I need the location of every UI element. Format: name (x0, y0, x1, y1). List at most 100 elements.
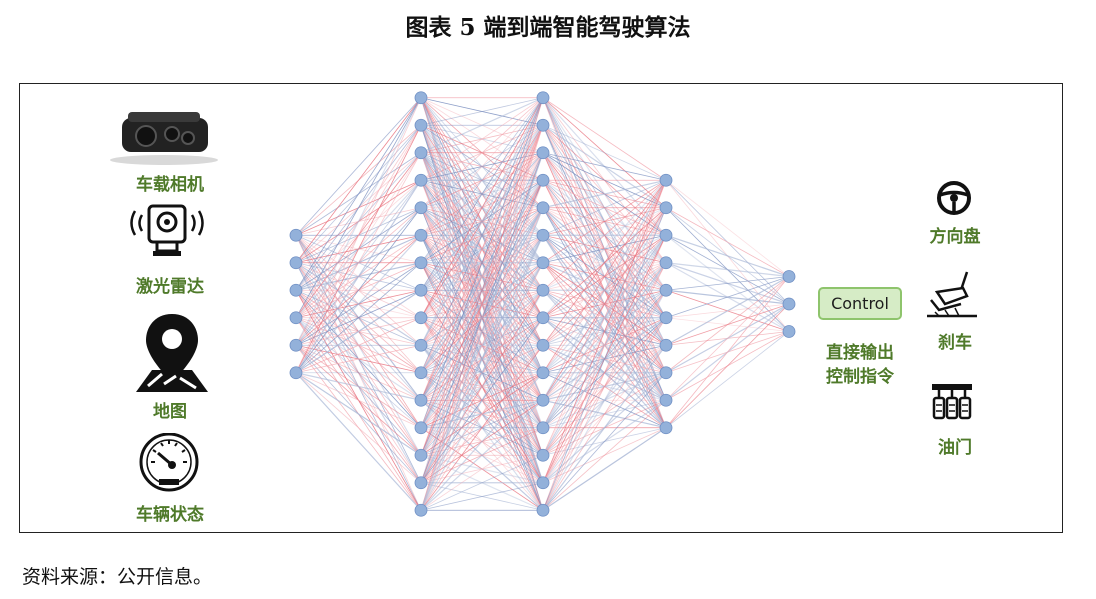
network-nodes (289, 91, 796, 517)
vehicle-state-label: 车辆状态 (136, 505, 204, 525)
network-node-layer-1 (289, 228, 303, 242)
network-edge (295, 317, 422, 374)
control-box: Control (818, 287, 902, 320)
network-edge (420, 97, 544, 401)
network-edge (542, 179, 667, 291)
network-node-layer-4 (659, 338, 673, 352)
network-edge (542, 180, 667, 483)
network-node-layer-3 (536, 338, 550, 352)
network-node-layer-2 (414, 366, 428, 380)
network-edge (420, 180, 544, 511)
network-edge (542, 399, 667, 511)
network-edge (542, 344, 667, 511)
map-label: 地图 (153, 402, 187, 422)
network-edge (420, 97, 544, 209)
network-node-layer-3 (536, 421, 550, 435)
network-edge (420, 454, 544, 511)
network-edge (295, 207, 422, 373)
camera-icon (110, 112, 218, 165)
network-edge (542, 179, 667, 264)
network-edge (420, 97, 544, 346)
network-edge (420, 97, 544, 154)
network-node-layer-3 (536, 201, 550, 215)
network-edge (542, 179, 667, 236)
network-edge (542, 207, 667, 511)
camera-label: 车载相机 (136, 175, 204, 195)
network-edge (542, 179, 667, 209)
network-node-layer-3 (536, 311, 550, 325)
network-node-layer-1 (289, 283, 303, 297)
network-node-layer-3 (536, 448, 550, 462)
network-node-layer-5 (782, 270, 796, 283)
network-edge (542, 372, 667, 429)
network-node-layer-3 (536, 173, 550, 187)
network-edge (542, 399, 667, 429)
steering-label: 方向盘 (929, 227, 981, 247)
network-edge (295, 372, 422, 511)
network-edge (542, 289, 667, 511)
network-node-layer-1 (289, 256, 303, 270)
network-node-layer-2 (414, 338, 428, 352)
network-node-layer-4 (659, 421, 673, 435)
network-edge (665, 275, 790, 346)
network-edge (295, 97, 422, 263)
network-node-layer-2 (414, 228, 428, 242)
network-edge (420, 97, 544, 373)
network-edge (420, 97, 544, 456)
network-edge (420, 97, 544, 318)
network-edge (665, 276, 790, 319)
network-node-layer-4 (659, 201, 673, 215)
network-edge (420, 125, 544, 511)
network-edge (295, 97, 422, 291)
network-node-layer-2 (414, 503, 428, 517)
network-node-layer-4 (659, 283, 673, 297)
network-edge (295, 344, 422, 374)
network-node-layer-4 (659, 366, 673, 380)
network-node-layer-4 (659, 311, 673, 325)
network-node-layer-2 (414, 201, 428, 215)
figure-title: 图表 5 端到端智能驾驶算法 (405, 14, 691, 41)
network-node-layer-2 (414, 311, 428, 325)
network-node-layer-4 (659, 173, 673, 187)
network-edge (295, 372, 422, 429)
network-edge (295, 152, 422, 373)
network-edge (295, 97, 422, 373)
network-node-layer-2 (414, 173, 428, 187)
network-node-layer-1 (289, 338, 303, 352)
network-edge (542, 97, 667, 181)
network-edge (295, 179, 422, 374)
network-node-layer-2 (414, 421, 428, 435)
network-edge (542, 179, 667, 401)
network-edge (295, 234, 422, 374)
network-edge (420, 289, 544, 511)
network-edge (420, 97, 544, 291)
network-connections (295, 97, 790, 511)
network-edge (542, 180, 667, 428)
network-node-layer-5 (782, 297, 796, 311)
network-edge (295, 372, 422, 484)
network-edge (542, 180, 667, 456)
network-edge (420, 235, 544, 511)
network-edge (420, 482, 544, 511)
control-caption-line1: 直接输出 (826, 343, 894, 363)
network-edge (420, 207, 544, 483)
network-edge (665, 262, 790, 278)
network-edge (295, 97, 422, 346)
network-edge (665, 276, 790, 401)
network-node-layer-3 (536, 503, 550, 517)
network-edge (542, 427, 667, 484)
control-caption-line2: 控制指令 (826, 367, 894, 387)
network-edge (542, 317, 667, 511)
network-node-layer-2 (414, 476, 428, 490)
network-edge (420, 317, 544, 511)
source-note: 资料来源：公开信息。 (22, 566, 213, 588)
network-node-layer-3 (536, 146, 550, 160)
network-edge (665, 234, 790, 278)
network-edge (295, 290, 422, 456)
network-node-layer-4 (659, 393, 673, 407)
network-node-layer-1 (289, 366, 303, 380)
throttle-label: 油门 (938, 438, 972, 458)
network-node-layer-3 (536, 228, 550, 242)
brake-pedal-icon (927, 271, 977, 318)
